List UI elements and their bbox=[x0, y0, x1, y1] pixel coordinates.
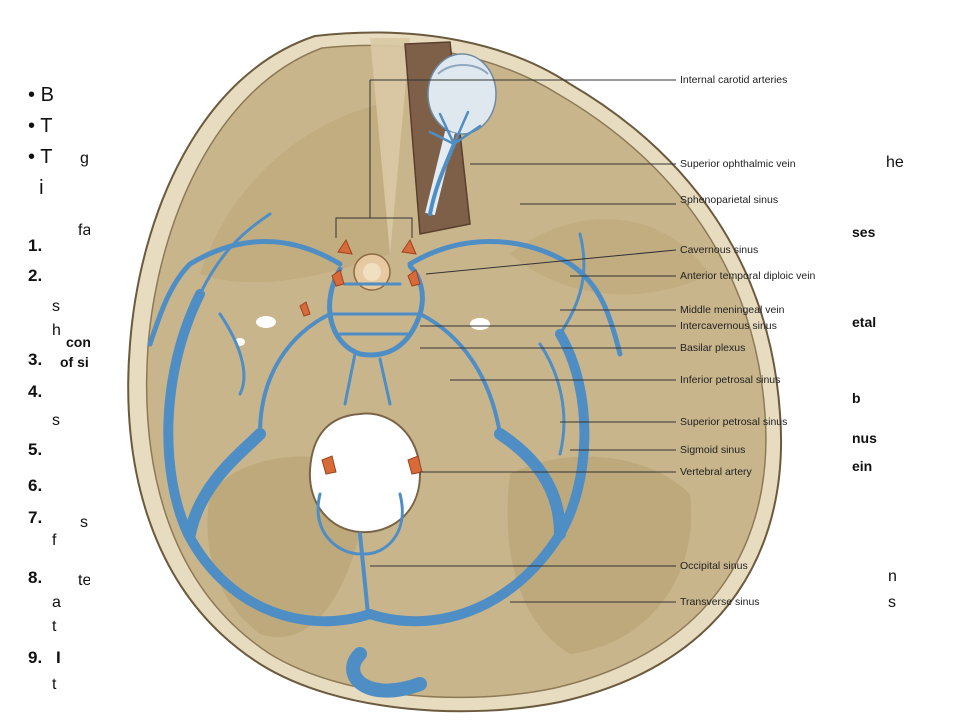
text-fragment: ein bbox=[852, 458, 873, 474]
label-sphenoparietal-sinus: Sphenoparietal sinus bbox=[680, 194, 779, 206]
text-fragment: he bbox=[886, 154, 904, 171]
text-fragment: ses bbox=[852, 224, 876, 240]
list-marker: 3. bbox=[28, 350, 43, 369]
text-fragment: s bbox=[80, 514, 88, 531]
text-fragment: t bbox=[52, 618, 57, 635]
text-fragment: g bbox=[80, 150, 89, 167]
list-marker: 4. bbox=[28, 382, 43, 401]
label-transverse-sinus: Transverse sinus bbox=[680, 596, 760, 608]
list-marker: 1. bbox=[28, 236, 43, 255]
text-fragment: b bbox=[852, 390, 861, 406]
text-fragment: fa bbox=[78, 222, 92, 239]
label-occipital-sinus: Occipital sinus bbox=[680, 560, 748, 572]
text-fragment: a bbox=[52, 594, 61, 611]
eyeball bbox=[427, 53, 497, 135]
label-cavernous-sinus: Cavernous sinus bbox=[680, 244, 759, 256]
label-middle-meningeal-vein: Middle meningeal vein bbox=[680, 304, 785, 316]
text-fragment: h bbox=[52, 322, 61, 339]
skull-base-illustration: Internal carotid arteries Superior ophth… bbox=[90, 14, 850, 720]
label-anterior-temporal-diploic-vein: Anterior temporal diploic vein bbox=[680, 270, 816, 282]
list-marker: 7. bbox=[28, 508, 43, 527]
label-superior-ophthalmic-vein: Superior ophthalmic vein bbox=[680, 158, 796, 170]
text-fragment: f bbox=[52, 532, 57, 549]
list-marker: 8. bbox=[28, 568, 43, 587]
text-fragment: s bbox=[52, 412, 60, 429]
bullet-list: • B • T • T i bbox=[28, 80, 54, 204]
text-fragment: etal bbox=[852, 314, 877, 330]
label-sigmoid-sinus: Sigmoid sinus bbox=[680, 444, 746, 456]
label-vertebral-artery: Vertebral artery bbox=[680, 466, 752, 478]
text-fragment: nus bbox=[852, 430, 877, 446]
venous-network bbox=[147, 110, 623, 698]
list-marker: 6. bbox=[28, 476, 43, 495]
text-fragment: te bbox=[78, 572, 92, 589]
list-fragment: I bbox=[56, 648, 61, 667]
leader-lines bbox=[370, 79, 677, 603]
label-inferior-petrosal-sinus: Inferior petrosal sinus bbox=[680, 374, 781, 386]
label-intercavernous-sinus: Intercavernous sinus bbox=[680, 320, 777, 332]
text-fragment: conf bbox=[66, 334, 96, 350]
label-internal-carotid-arteries: Internal carotid arteries bbox=[680, 74, 788, 86]
text-fragment: s bbox=[888, 594, 896, 611]
bullet-item: • T bbox=[28, 115, 53, 137]
bullet-item: • T bbox=[28, 146, 53, 168]
text-fragment: t bbox=[52, 676, 57, 693]
label-basilar-plexus: Basilar plexus bbox=[680, 342, 746, 354]
list-marker: 5. bbox=[28, 440, 43, 459]
list-marker: 9. bbox=[28, 648, 43, 667]
text-fragment: s bbox=[52, 298, 60, 315]
arteries bbox=[299, 238, 423, 475]
skull-svg bbox=[127, 31, 782, 713]
bullet-item: • B bbox=[28, 84, 54, 106]
label-superior-petrosal-sinus: Superior petrosal sinus bbox=[680, 416, 788, 428]
list-marker: 2. bbox=[28, 266, 43, 285]
bullet-continuation: i bbox=[39, 177, 44, 199]
text-fragment: of si bbox=[60, 354, 89, 370]
text-fragment: n bbox=[888, 568, 897, 585]
